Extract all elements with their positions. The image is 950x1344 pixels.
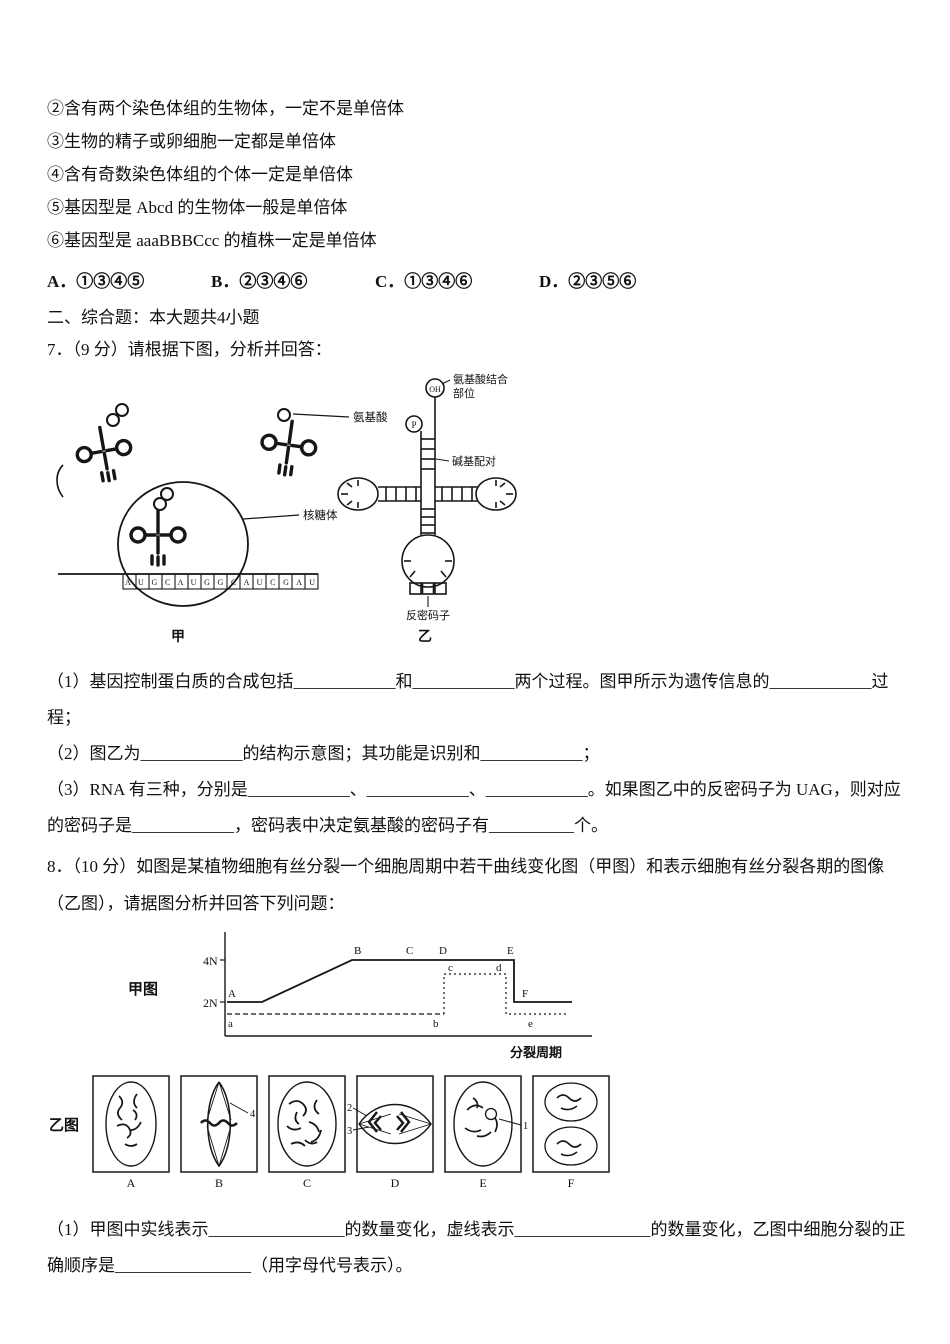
point-c: c [448,962,453,974]
option-b: B．②③④⑥ [211,272,308,291]
mrna-sequence: A U G C A U G G C A U C G A U [125,578,315,587]
mrna-curl [56,464,64,498]
binding-site-leader-line [441,379,451,385]
p-label: P [411,420,416,430]
q8-chart: 甲图 4N 2N A B C D E F a b c d e 分裂周期 [128,932,592,1060]
q8-cell-stages: 乙图 [49,1075,610,1190]
q7-part-2: （2）图乙为____________的结构示意图；其功能是识别和________… [47,744,600,763]
cell-label-A: A [127,1176,136,1190]
y-tick-4n: 4N [203,954,218,968]
cell-C-drawing [277,1081,337,1167]
trna-cloverleaf [337,378,517,595]
left-figure-caption: 甲 [171,629,185,645]
point-F: F [522,988,528,1000]
base-pairing-label: 碱基配对 [452,454,496,468]
oh-label: OH [429,385,441,394]
section-header: 二、综合题：本大题共4小题 [47,308,260,327]
cell-label-D: D [391,1176,400,1190]
cell-A-drawing [105,1081,157,1167]
point-d: d [496,962,502,974]
callout-3-line [352,1126,370,1131]
statement-4: ④含有奇数染色体组的个体一定是单倍体 [47,165,353,184]
q7-part-3: （3）RNA 有三种，分别是____________、____________、… [47,780,901,835]
trna-with-amino-acid-2 [256,408,321,481]
cell-label-E: E [479,1176,486,1190]
q8-chart-figure: 甲图 4N 2N A B C D E F a b c d e 分裂周期 [110,924,908,1064]
point-B: B [354,945,361,957]
cell-D-drawing [358,1103,432,1145]
base-pairing-leader-line [435,458,450,462]
statement-list: ②含有两个染色体组的生物体，一定不是单倍体 ③生物的精子或卵细胞一定都是单倍体 … [47,92,908,257]
right-figure-caption: 乙 [418,629,432,645]
cells-caption: 乙图 [49,1117,79,1134]
q7-diagram: 氨基酸 核糖体 A U G C A U G G C A U C G A U 甲 [56,372,517,645]
cell-F-drawing [544,1082,598,1166]
q8-cells-figure: 乙图 [47,1070,908,1196]
point-D: D [439,945,447,957]
cell-label-F: F [568,1176,575,1190]
cell-B-drawing [199,1081,238,1168]
cell-label-C: C [303,1176,311,1190]
y-tick-2n: 2N [203,996,218,1010]
statement-2: ②含有两个染色体组的生物体，一定不是单倍体 [47,99,404,118]
q7-part-1: （1）基因控制蛋白质的合成包括____________和____________… [47,672,889,727]
point-E: E [507,945,514,957]
statement-6: ⑥基因型是 aaaBBBCcc 的植株一定是单倍体 [47,231,377,250]
point-C: C [406,945,413,957]
q8-stem: 8．（10 分）如图是某植物细胞有丝分裂一个细胞周期中若干曲线变化图（甲图）和表… [47,857,885,913]
chart-caption: 甲图 [128,981,158,998]
callout-4: 4 [250,1109,256,1120]
point-A: A [228,988,236,1000]
solid-curve [227,959,572,1003]
q7-figure: 氨基酸 核糖体 A U G C A U G G C A U C G A U 甲 [53,369,908,664]
q7-questions: （1）基因控制蛋白质的合成包括____________和____________… [47,664,908,844]
exam-page: ②含有两个染色体组的生物体，一定不是单倍体 ③生物的精子或卵细胞一定都是单倍体 … [47,92,908,1284]
ribosome-shape [117,481,249,607]
ribosome-leader-line [242,514,300,520]
cell-E-drawing [453,1081,513,1167]
callout-4-line [229,1102,249,1114]
trna-on-ribosome [129,487,187,567]
cell-label-B: B [215,1176,223,1190]
callout-2-line [352,1107,368,1117]
point-a: a [228,1018,233,1030]
q8-questions: （1）甲图中实线表示________________的数量变化，虚线表示____… [47,1212,908,1284]
callout-1-line [498,1118,522,1126]
binding-site-label-line2: 部位 [453,386,475,400]
q8-part-1: （1）甲图中实线表示________________的数量变化，虚线表示____… [47,1220,906,1275]
x-axis-label: 分裂周期 [510,1045,562,1060]
option-d: D．②③⑤⑥ [539,272,637,291]
point-e: e [528,1018,533,1030]
answer-options: A．①③④⑤ B．②③④⑥ C．①③④⑥ D．②③⑤⑥ [47,265,908,298]
ribosome-label: 核糖体 [303,508,338,522]
dashed-curve-high [443,973,568,1015]
callout-2: 2 [347,1103,352,1114]
option-a: A．①③④⑤ [47,272,145,291]
anticodon-label: 反密码子 [406,608,450,622]
trna-with-amino-acids-1 [71,403,138,488]
q7-stem: 7．（9 分）请根据下图，分析并回答： [47,340,332,359]
option-c: C．①③④⑥ [375,272,473,291]
callout-1: 1 [523,1121,528,1132]
callout-3: 3 [347,1126,352,1137]
cell-boxes [92,1075,610,1173]
statement-3: ③生物的精子或卵细胞一定都是单倍体 [47,132,336,151]
binding-site-label-line1: 氨基酸结合 [453,372,508,386]
point-b: b [433,1018,439,1030]
statement-5: ⑤基因型是 Abcd 的生物体一般是单倍体 [47,198,348,217]
mrna-codon-boxes [122,573,319,590]
amino-acid-leader-line [292,413,350,418]
amino-acid-label: 氨基酸 [353,410,388,424]
